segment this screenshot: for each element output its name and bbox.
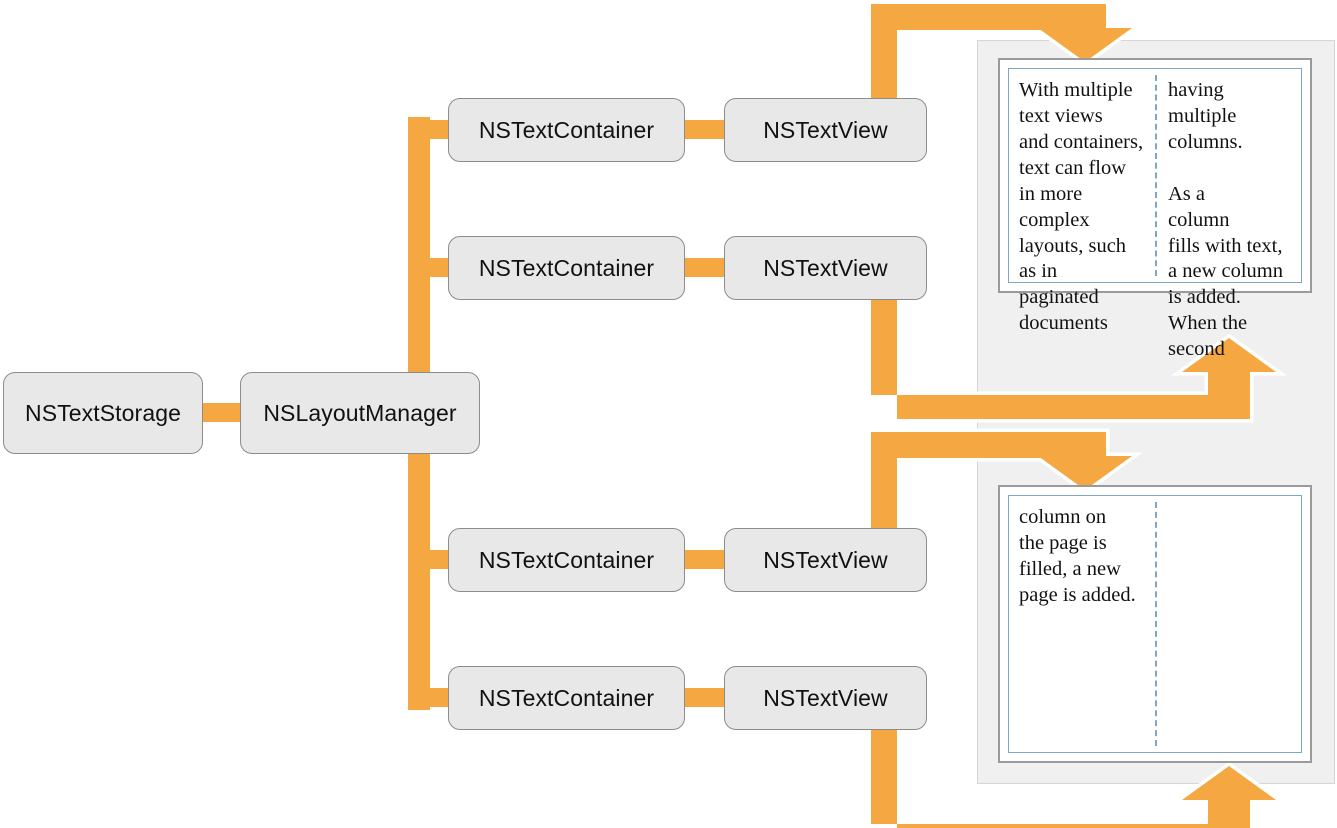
node-nstextview-4[interactable]: NSTextView — [724, 666, 927, 730]
link-container-view-2 — [680, 258, 730, 277]
link-container-view-4 — [680, 688, 730, 707]
trunk-lower — [408, 452, 430, 710]
arrow-textview3-to-page2 — [867, 428, 1143, 564]
link-container-view-1 — [680, 120, 730, 139]
arrow-textview2-to-page1 — [867, 271, 1287, 423]
node-nstextview-2[interactable]: NSTextView — [724, 236, 927, 300]
branch-container-1 — [408, 120, 460, 139]
page-one: With multiple text views and containers,… — [998, 58, 1312, 361]
page-two-column-gutter — [1155, 502, 1157, 746]
node-nstextcontainer-2[interactable]: NSTextContainer — [448, 236, 685, 300]
arrow-textview4-to-page2 — [867, 696, 1287, 828]
node-nstextview-1[interactable]: NSTextView — [724, 98, 927, 162]
page-two-column-1: column on the page is filled, a new page… — [1019, 506, 1136, 606]
node-nstextcontainer-2-label: NSTextContainer — [478, 254, 655, 281]
node-nslayoutmanager[interactable]: NSLayoutManager — [240, 372, 480, 454]
node-nstextview-2-label: NSTextView — [763, 254, 888, 281]
node-nstextstorage[interactable]: NSTextStorage — [3, 372, 203, 454]
link-container-view-3 — [680, 550, 730, 569]
node-nstextcontainer-3-label: NSTextContainer — [478, 546, 655, 573]
node-nslayoutmanager-label: NSLayoutManager — [263, 399, 457, 426]
link-storage-layoutmanager — [200, 403, 246, 422]
node-nstextcontainer-1-label: NSTextContainer — [478, 116, 655, 143]
page-two: column on the page is filled, a new page… — [998, 485, 1312, 763]
arrow-textview1-to-page1 — [867, 0, 1143, 134]
branch-container-2 — [408, 258, 460, 277]
node-nstextview-4-label: NSTextView — [763, 684, 888, 711]
node-nstextcontainer-3[interactable]: NSTextContainer — [448, 528, 685, 592]
branch-container-3 — [408, 550, 460, 569]
page-one-column-2: having multiple columns. As a column fil… — [1168, 79, 1283, 361]
node-nstextstorage-label: NSTextStorage — [25, 399, 181, 426]
trunk-upper — [408, 117, 430, 379]
page-one-column-1: With multiple text views and containers,… — [1019, 79, 1144, 335]
node-nstextcontainer-4-label: NSTextContainer — [478, 684, 655, 711]
page-one-column-gutter — [1155, 75, 1157, 276]
page-one-text-area: With multiple text views and containers,… — [1008, 68, 1302, 361]
node-nstextcontainer-4[interactable]: NSTextContainer — [448, 666, 685, 730]
page-two-text-area: column on the page is filled, a new page… — [1008, 495, 1302, 753]
page-two-column-2 — [1155, 496, 1301, 752]
node-nstextcontainer-1[interactable]: NSTextContainer — [448, 98, 685, 162]
node-nstextview-1-label: NSTextView — [763, 116, 888, 143]
node-nstextview-3[interactable]: NSTextView — [724, 528, 927, 592]
branch-container-4 — [408, 688, 460, 707]
node-nstextview-3-label: NSTextView — [763, 546, 888, 573]
